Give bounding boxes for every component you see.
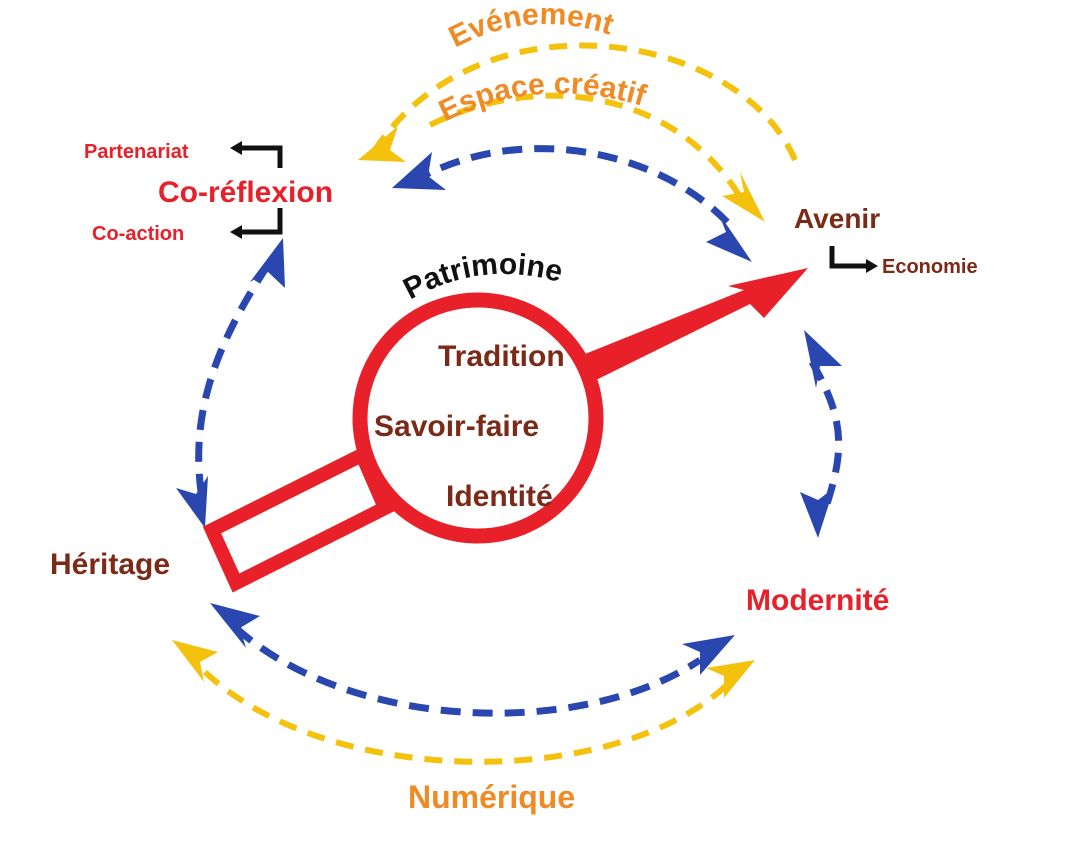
- yellow-arc-espace: [428, 92, 748, 207]
- arrowhead-coaction: [230, 225, 242, 239]
- yellow-arrowhead-left: [358, 126, 406, 162]
- label-partenariat: Partenariat: [84, 141, 189, 163]
- bracket-partenariat: [240, 145, 283, 168]
- label-coaction: Co-action: [92, 223, 184, 245]
- label-economie: Economie: [882, 256, 978, 278]
- label-espace-creatif: Espace créatif: [434, 67, 651, 128]
- blue-arrowhead-up-right: [804, 330, 842, 388]
- label-modernite: Modernité: [746, 584, 889, 617]
- arrowhead-economie: [866, 259, 878, 273]
- blue-arc-top: [410, 145, 733, 228]
- label-savoir-faire: Savoir-faire: [374, 410, 539, 443]
- label-avenir: Avenir: [794, 203, 880, 234]
- label-heritage: Héritage: [50, 548, 170, 581]
- yellow-arc-top: [372, 42, 798, 162]
- label-identite: Identité: [446, 480, 553, 513]
- label-tradition: Tradition: [438, 340, 565, 373]
- yellow-arrowhead-avenir: [722, 172, 765, 222]
- bracket-coaction: [240, 208, 283, 235]
- blue-arrowhead-up-left: [250, 238, 285, 288]
- blue-arrowhead-down-left: [176, 476, 208, 528]
- blue-arrowhead-modernite: [682, 635, 735, 675]
- yellow-arc-bottom: [202, 669, 733, 765]
- magnifier-pointer-arrow: [580, 268, 808, 382]
- yellow-arrowhead-bottom-right: [706, 660, 755, 698]
- label-numerique: Numérique: [408, 779, 575, 815]
- magnifier-handle: [202, 445, 395, 593]
- blue-arrowhead-down-right: [800, 488, 834, 538]
- blue-arc-left: [195, 263, 271, 506]
- label-coreflexion: Co-réflexion: [158, 176, 333, 209]
- blue-arrowhead-avenir: [706, 212, 752, 262]
- magnifier-lens: [352, 292, 604, 544]
- blue-arrowhead-coreflexion: [392, 152, 446, 190]
- bracket-economie: [829, 246, 866, 269]
- yellow-arrowhead-bottom-left: [172, 640, 218, 682]
- blue-arrowhead-heritage: [210, 603, 260, 648]
- blue-arc-bottom: [233, 625, 702, 717]
- arrowhead-partenariat: [230, 141, 242, 155]
